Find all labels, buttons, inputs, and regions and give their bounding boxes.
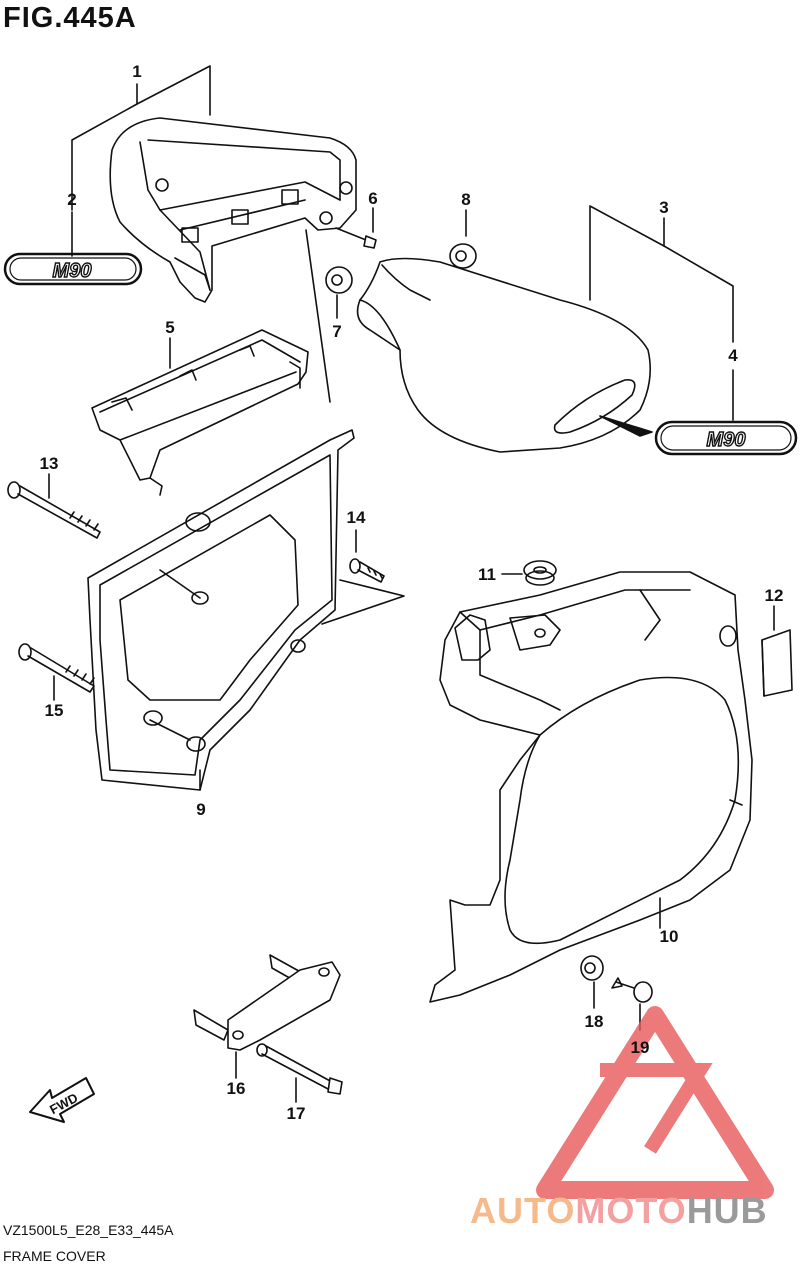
bolt-17-shape (256, 1043, 343, 1103)
callout-15: 15 (44, 701, 64, 720)
callout-11: 11 (478, 565, 496, 584)
grommet-18-shape (580, 955, 604, 1009)
callout-4: 4 (728, 346, 738, 365)
callout-5: 5 (165, 318, 175, 337)
callout-14: 14 (346, 508, 366, 527)
part-9-frame-bracket-shape (87, 429, 355, 791)
callout-8: 8 (461, 190, 471, 209)
callout-7: 7 (332, 322, 342, 341)
leader-1-to-9 (305, 229, 331, 403)
callout-12: 12 (764, 586, 784, 605)
fwd-arrow-shape (29, 1077, 95, 1123)
bolt-13-shape (7, 473, 101, 539)
leader-bracket-3 (589, 205, 665, 301)
emblem-4-text: M90 (707, 429, 746, 451)
leader-bracket-1 (136, 65, 211, 116)
callout-10: 10 (659, 927, 679, 946)
part-5-bracket-shape (91, 329, 309, 496)
callout-17: 17 (286, 1104, 306, 1123)
bolt-15-shape (18, 643, 95, 701)
callout-19: 19 (630, 1038, 650, 1057)
grommet-8-shape (449, 209, 477, 269)
bolt-14-shape (349, 558, 385, 583)
callout-9: 9 (196, 800, 206, 819)
bolt-19-shape (611, 977, 653, 1031)
watermark-text: AUTOMOTOHUB (470, 1190, 768, 1232)
callout-18: 18 (584, 1012, 604, 1031)
leader-2-up (71, 103, 138, 211)
grommet-11-shape (501, 560, 557, 586)
watermark-logo (536, 1006, 774, 1199)
grommet-7-shape (325, 266, 353, 319)
figure-title: FIG.445A (3, 2, 137, 34)
callout-13: 13 (39, 454, 59, 473)
fwd-text: FWD (47, 1090, 80, 1117)
callout-1: 1 (132, 62, 142, 81)
part-16-bracket-shape (193, 954, 341, 1079)
part-10-large-cover-shape (429, 571, 753, 1003)
pointer-arrow (599, 415, 653, 437)
leader-14-connector (321, 579, 405, 625)
emblem-2-outline (3, 252, 143, 286)
leader-3-to-4 (663, 245, 734, 343)
part-3-side-cover-shape (356, 257, 651, 453)
watermark-part-moto: MOTO (575, 1190, 687, 1231)
part-12-pad-shape (761, 605, 793, 697)
callout-6: 6 (368, 189, 378, 208)
model-code: VZ1500L5_E28_E33_445A (3, 1222, 174, 1238)
emblem-4-outline (654, 420, 798, 456)
screw-6-shape (335, 207, 377, 249)
callout-3: 3 (659, 198, 669, 217)
watermark-part-auto: AUTO (470, 1190, 576, 1231)
callout-16: 16 (226, 1079, 246, 1098)
callout-2: 2 (67, 190, 77, 209)
section-name: FRAME COVER (3, 1248, 106, 1264)
part-1-front-cover-shape (109, 117, 357, 303)
emblem-2-text: M90 (53, 260, 92, 282)
watermark-part-hub: HUB (686, 1190, 768, 1231)
